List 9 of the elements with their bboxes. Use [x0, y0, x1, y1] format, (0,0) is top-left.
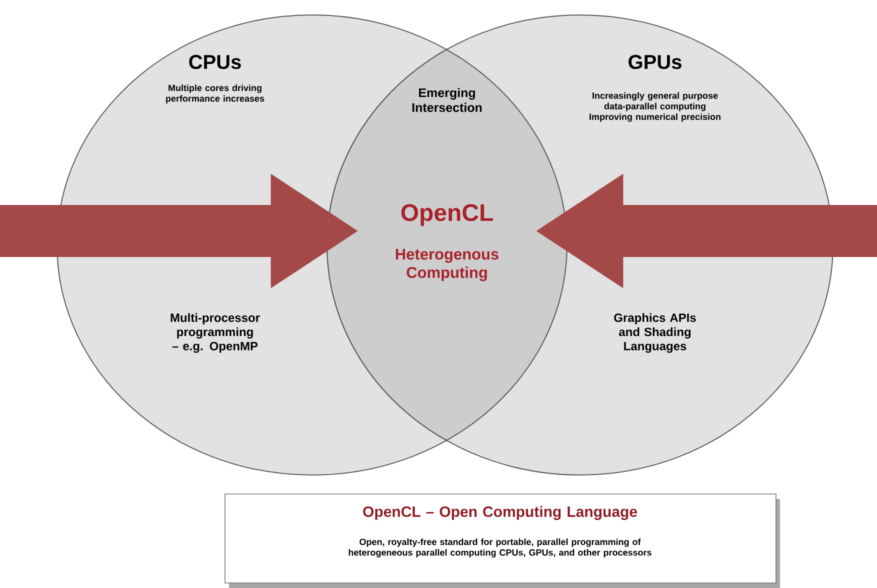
description: Increasingly general purpose data-parallel computing Improving numerical precision	[590, 92, 720, 122]
heading: OpenCL	[401, 204, 493, 226]
description: Graphics APIs and Shading Languages	[614, 313, 696, 353]
description: Multiple cores driving performance increases	[166, 84, 264, 104]
description: Multi-processor programming – e.g. OpenMP	[170, 313, 260, 353]
subheading: Heterogenous Computing	[396, 248, 498, 282]
description: Emerging Intersection	[412, 88, 482, 112]
heading: GPUs	[628, 54, 682, 70]
heading: CPUs	[189, 54, 241, 70]
